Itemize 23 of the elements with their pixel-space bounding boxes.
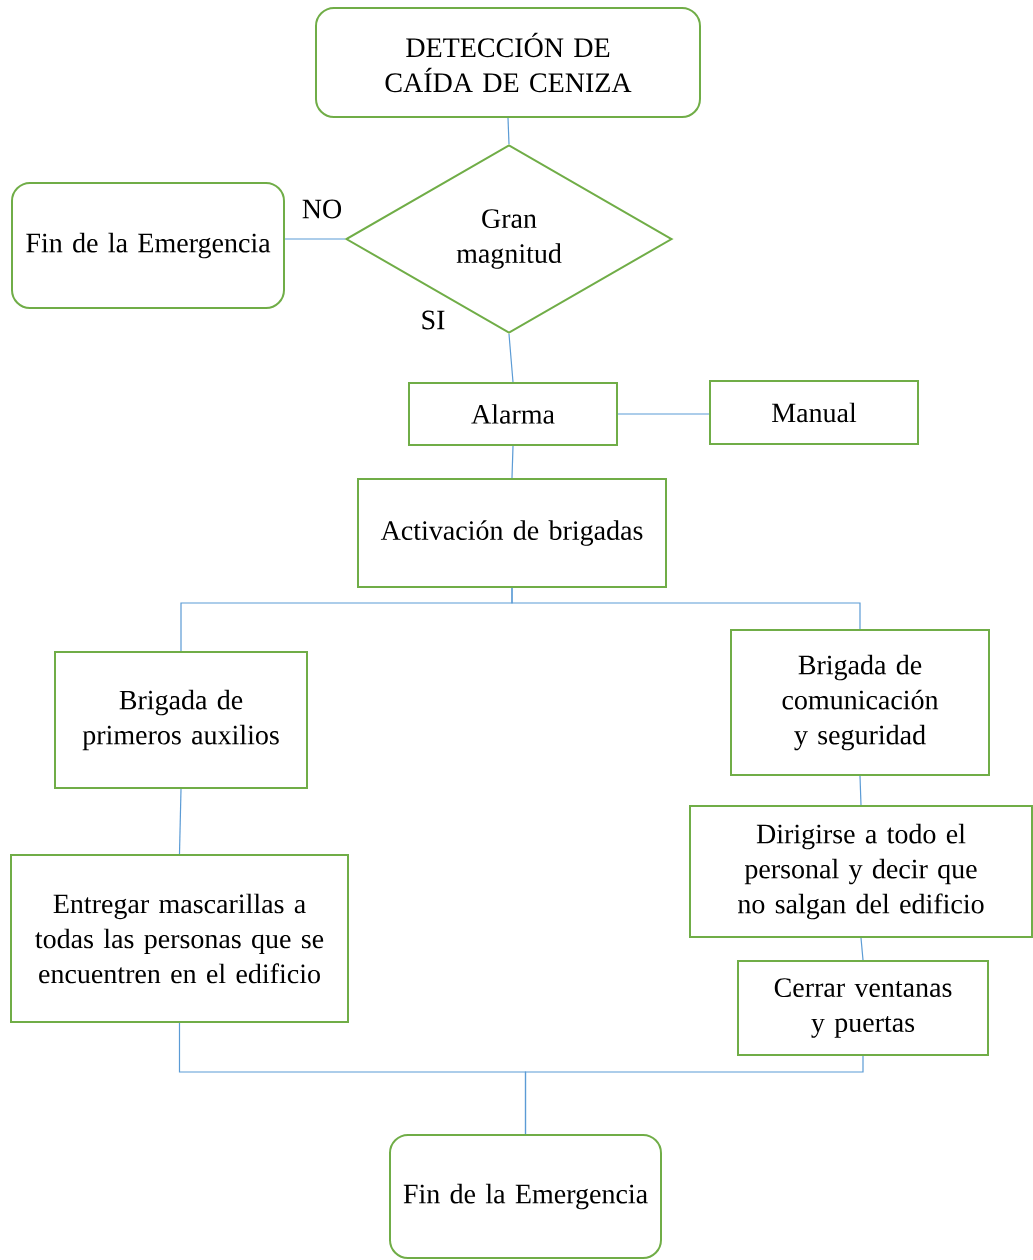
- connector-line: [507, 117, 510, 145]
- edge-label: SI: [422, 310, 445, 330]
- process-box: Alarma: [408, 382, 618, 446]
- connector-line: [860, 937, 864, 961]
- connector-line: [511, 587, 861, 630]
- terminal-box: Fin de la Emergencia: [11, 182, 285, 309]
- process-box: Entregar mascarillas a todas las personas que se encuentren en el edificio: [10, 854, 349, 1023]
- connector-line: [617, 413, 710, 415]
- process-box: Manual: [709, 380, 919, 445]
- connector-line: [511, 445, 514, 479]
- connector-line: [508, 333, 514, 383]
- process-box: Brigada de comunicación y seguridad: [730, 629, 990, 776]
- process-box: Dirigirse a todo el personal y decir que no salgan del edificio: [689, 805, 1033, 938]
- connector-line: [178, 788, 182, 855]
- terminal-box: DETECCIÓN DE CAÍDA DE CENIZA: [315, 7, 701, 118]
- connector-line: [524, 1055, 864, 1135]
- edge-label: NO: [302, 199, 342, 219]
- process-box: Activación de brigadas: [357, 478, 667, 588]
- process-box: Brigada de primeros auxilios: [54, 651, 308, 789]
- terminal-box: Fin de la Emergencia: [389, 1134, 662, 1259]
- connector-line: [859, 775, 862, 806]
- process-box: Cerrar ventanas y puertas: [737, 960, 989, 1056]
- connector-line: [284, 238, 346, 240]
